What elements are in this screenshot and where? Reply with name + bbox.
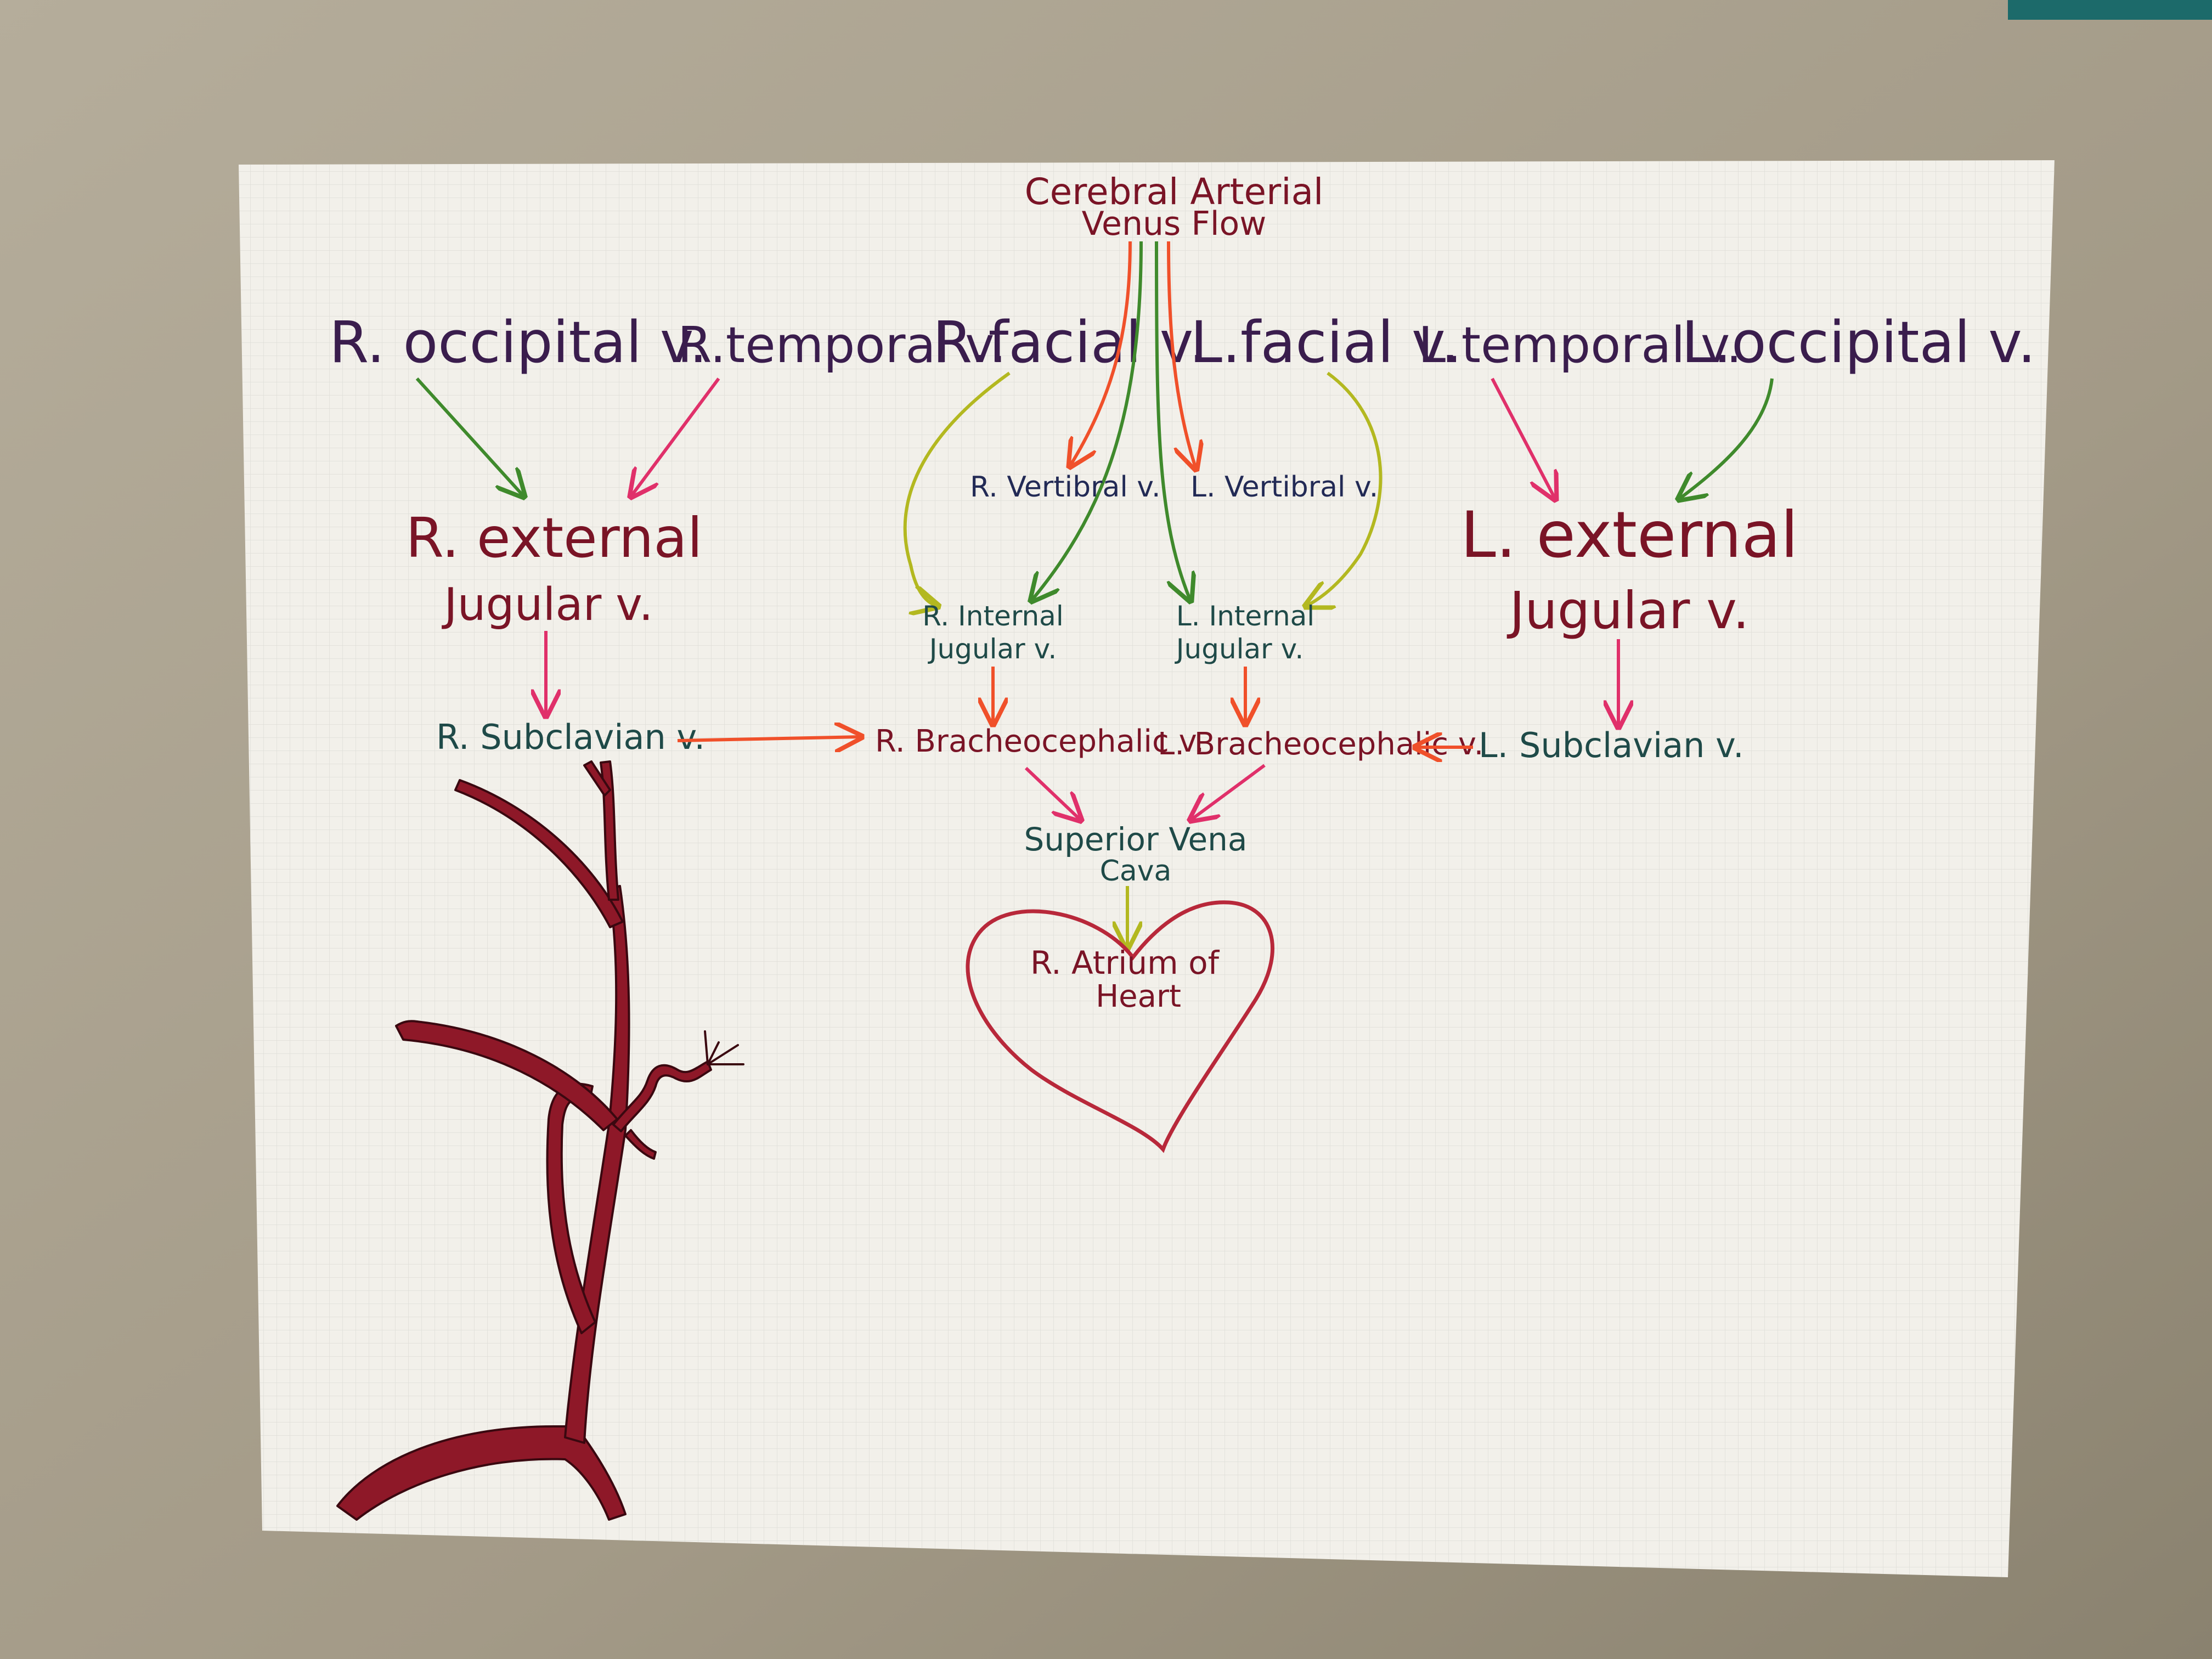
l-external-label-line2: Jugular v. bbox=[1507, 581, 1750, 641]
svc-label-line2: Cava bbox=[1100, 855, 1172, 888]
arrow-l-facial-to-l-internal bbox=[1306, 371, 1383, 606]
arrow-title-to-r-internal bbox=[1031, 241, 1143, 601]
l-facial-label: L.facial v. bbox=[1190, 309, 1459, 376]
arrow-l-temporal-to-l-external bbox=[1491, 377, 1555, 499]
arrow-l-occipital-to-l-external bbox=[1679, 378, 1774, 499]
l-temporal-label: L.temporal v. bbox=[1418, 317, 1742, 374]
arrow-title-to-r-vertibral bbox=[1070, 241, 1132, 466]
vein-twigs bbox=[704, 1030, 744, 1065]
r-internal-label-line1: R. Internal bbox=[922, 600, 1063, 632]
l-internal-label-line1: L. Internal bbox=[1176, 600, 1314, 632]
arrow-r-temporal-to-r-external bbox=[631, 377, 720, 496]
arrow-title-to-l-internal bbox=[1155, 241, 1190, 601]
title-line1: Cerebral Arterial bbox=[1025, 171, 1324, 213]
r-vertibral-label: R. Vertibral v. bbox=[970, 471, 1161, 504]
r-facial-label: R.facial v. bbox=[933, 309, 1207, 376]
svc-label-line1: Superior Vena bbox=[1024, 821, 1248, 858]
heart-outline bbox=[966, 900, 1274, 1153]
arrow-l-brachiocephalic-to-svc bbox=[1190, 764, 1266, 820]
arrow-r-brachiocephalic-to-svc bbox=[1024, 766, 1081, 820]
arrow-r-facial-to-r-internal bbox=[903, 371, 1011, 606]
l-subclavian-label: L. Subclavian v. bbox=[1479, 725, 1744, 765]
l-occipital-label: L.occipital v. bbox=[1681, 309, 2036, 376]
title-line2: Venus Flow bbox=[1082, 205, 1267, 243]
heart-label-line2: Heart bbox=[1096, 979, 1181, 1014]
r-external-label-line1: R. external bbox=[406, 506, 703, 570]
r-brachiocephalic-label: R. Bracheocephalic v. bbox=[875, 724, 1204, 759]
r-external-label-line2: Jugular v. bbox=[441, 579, 653, 631]
arrow-title-to-l-vertibral bbox=[1167, 241, 1196, 469]
l-vertibral-label: L. Vertibral v. bbox=[1190, 471, 1378, 504]
r-occipital-label: R. occipital v. bbox=[329, 309, 707, 376]
vein-illustration bbox=[336, 760, 712, 1521]
r-temporal-label: R.temporal v. bbox=[678, 317, 1006, 374]
poster-corner bbox=[2008, 0, 2212, 20]
l-brachiocephalic-label: L. Bracheocephalic v. bbox=[1158, 726, 1483, 762]
arrow-r-subclavian-to-r-brachiocephalic bbox=[677, 737, 861, 741]
l-external-label-line1: L. external bbox=[1460, 498, 1798, 572]
heart-label-line1: R. Atrium of bbox=[1030, 944, 1220, 981]
arrow-r-occipital-to-r-external bbox=[415, 377, 524, 496]
l-internal-label-line2: Jugular v. bbox=[1175, 633, 1304, 665]
r-internal-label-line2: Jugular v. bbox=[928, 633, 1057, 665]
r-subclavian-label: R. Subclavian v. bbox=[436, 717, 705, 757]
